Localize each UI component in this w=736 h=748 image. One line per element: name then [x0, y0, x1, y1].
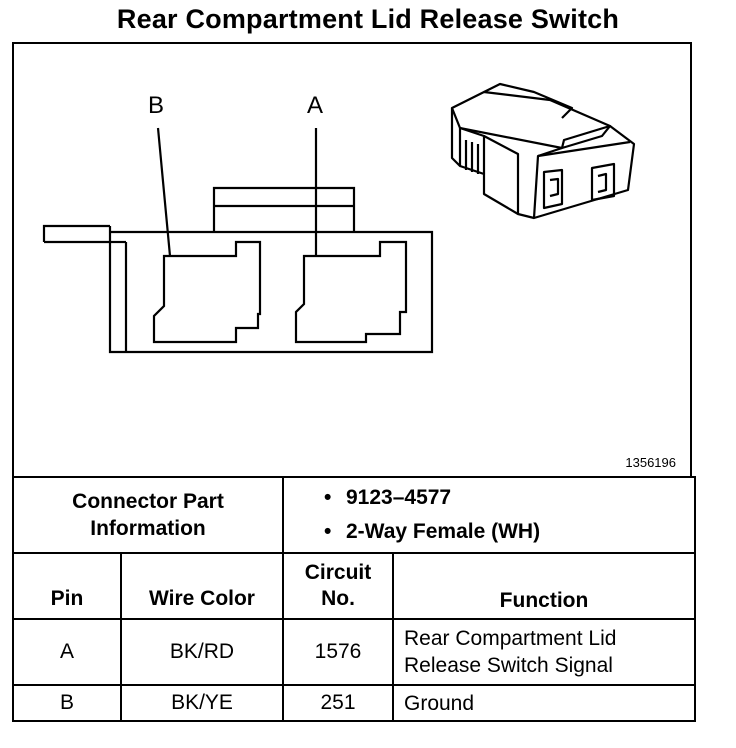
connector-part-info-label: Connector Part Information — [12, 476, 284, 554]
function-cell: Rear Compartment Lid Release Switch Sign… — [392, 618, 696, 686]
circuit-cell: 1576 — [282, 618, 394, 686]
table-row: B BK/YE 251 Ground — [12, 684, 696, 722]
figure-number: 1356196 — [625, 455, 676, 470]
part-number: 9123–4577 — [346, 486, 452, 509]
connector-flange — [42, 224, 110, 242]
connector-isometric-view — [450, 82, 636, 220]
pin-cell: B — [12, 684, 122, 722]
pin-a-label: A — [307, 92, 324, 119]
table-header-row: Pin Wire Color Circuit No. Function — [12, 552, 696, 620]
leader-line-b — [156, 127, 172, 257]
connector-part-info-row: Connector Part Information •9123–4577 •2… — [12, 476, 696, 554]
pin-header: Pin — [12, 552, 122, 620]
connector-illustration — [42, 82, 636, 354]
cavity-b — [152, 240, 262, 344]
pin-b-label: B — [148, 92, 165, 119]
circuit-cell: 251 — [282, 684, 394, 722]
page-title: Rear Compartment Lid Release Switch — [116, 4, 620, 34]
wire-color-header: Wire Color — [120, 552, 284, 620]
pin-cell: A — [12, 618, 122, 686]
function-line: Release Switch Signal — [404, 654, 613, 677]
wire-color-cell: BK/RD — [120, 618, 284, 686]
table-row: A BK/RD 1576 Rear Compartment Lid Releas… — [12, 618, 696, 686]
connector-info-table: Connector Part Information •9123–4577 •2… — [12, 476, 696, 722]
connector-latch-tab — [212, 186, 356, 232]
circuit-no-header: Circuit No. — [282, 552, 394, 620]
connector-description: 2-Way Female (WH) — [346, 520, 541, 543]
connector-part-info-values: •9123–4577 •2-Way Female (WH) — [282, 476, 696, 554]
function-header: Function — [392, 552, 696, 620]
connector-diagram: B A 1356196 — [12, 42, 692, 478]
cavity-a — [294, 240, 408, 344]
wire-color-cell: BK/YE — [120, 684, 284, 722]
function-line: Rear Compartment Lid — [404, 627, 617, 650]
connector-body — [108, 226, 434, 354]
function-cell: Ground — [392, 684, 696, 722]
